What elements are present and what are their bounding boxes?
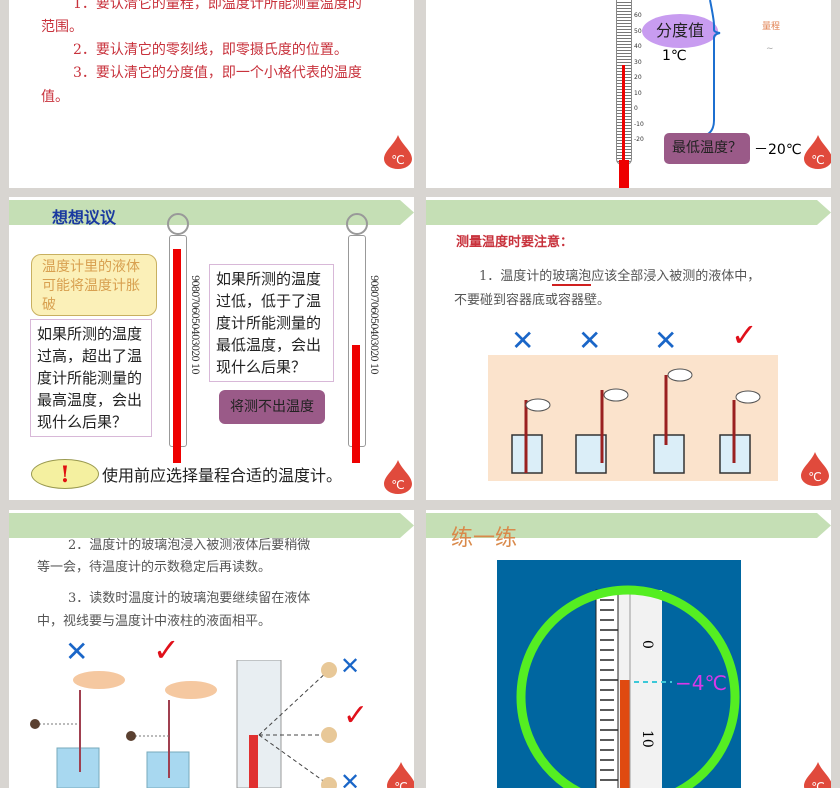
- note-1-text-end: 应该全部浸入被测的液体中，: [591, 269, 761, 284]
- reading-value: −4℃: [675, 671, 727, 695]
- note-1-text: 1．温度计的: [479, 269, 553, 284]
- svg-text:℃: ℃: [391, 478, 404, 492]
- tick-0: 0: [639, 640, 655, 649]
- slide-measure-notes: 测量温度时要注意： 1．温度计的玻璃泡应该全部浸入被测的液体中， 不要碰到容器底…: [426, 197, 831, 500]
- question-high: 如果所测的温度过高，超出了温度计所能测量的最高温度，会出现什么后果？: [30, 319, 152, 437]
- rule-3-cont: 值。: [41, 89, 69, 105]
- tick: 0: [634, 105, 638, 112]
- question-low: 如果所测的温度过低，低于了温度计所能测量的最低温度，会出现什么后果？: [209, 264, 334, 382]
- correct-mark: ✓: [731, 316, 758, 354]
- slide-discussion: 想想议议 9080706050403020 10 908070605040302…: [9, 197, 414, 500]
- range-tilde: ~: [766, 44, 774, 54]
- header-band: [426, 200, 831, 225]
- exclaim-cloud: !: [31, 459, 99, 489]
- scale-right: 9080706050403020 10: [368, 275, 379, 374]
- header-band: [426, 513, 831, 538]
- svg-text:℃: ℃: [391, 153, 404, 167]
- range-brace: [707, 0, 721, 134]
- burst-callout: 温度计里的液体可能将温度计胀破: [31, 254, 157, 316]
- celsius-drop-icon: ℃: [804, 762, 831, 788]
- tick-labels: 60 50 40 30 20 10 0 -10 -20: [634, 8, 644, 148]
- celsius-drop-icon: ℃: [387, 762, 414, 788]
- tick-10: 10: [639, 730, 655, 748]
- liquid-right: [352, 345, 360, 463]
- rule-2: 2．要认清它的零刻线，即零摄氏度的位置。: [73, 42, 348, 58]
- thermometer-liquid: [622, 65, 625, 165]
- thermometer-left: [167, 213, 189, 235]
- note-1: 1．温度计的玻璃泡应该全部浸入被测的液体中，: [479, 265, 761, 286]
- svg-text:℃: ℃: [811, 153, 824, 167]
- tick: 30: [634, 58, 642, 66]
- note-3: 3．读数时温度计的玻璃泡要继续留在液体: [68, 591, 311, 606]
- note-1-cont: 不要碰到容器底或容器壁。: [454, 293, 611, 308]
- conclusion: 使用前应选择量程合适的温度计。: [102, 466, 343, 485]
- wrong-mark: ✕: [340, 652, 361, 680]
- slide-reading-notes: 2．温度计的玻璃泡浸入被测液体后要稍微 等一会，待温度计的示数稳定后再读数。 3…: [9, 510, 414, 788]
- celsius-drop-icon: ℃: [384, 135, 412, 169]
- rule-1-cont: 范围。: [41, 19, 83, 35]
- beaker-illustrations: [488, 355, 778, 481]
- practice-thermometer: 0 10 −4℃: [497, 560, 741, 788]
- min-temp-callout: 最低温度？: [664, 133, 750, 164]
- notes-heading: 测量温度时要注意：: [456, 235, 574, 250]
- slide-title: 想想议议: [52, 208, 117, 227]
- min-temp-value: －20℃: [754, 142, 802, 158]
- reading-illustrations: [30, 660, 337, 788]
- division-value: 1℃: [662, 48, 687, 64]
- svg-text:℃: ℃: [394, 780, 407, 788]
- celsius-drop-icon: ℃: [384, 460, 412, 494]
- note-2: 2．温度计的玻璃泡浸入被测液体后要稍微: [68, 538, 311, 553]
- slide-practice: 练一练 0 10 −4℃ ℃: [426, 510, 831, 788]
- liquid-left: [173, 249, 181, 463]
- celsius-drop-icon: ℃: [804, 135, 831, 169]
- wrong-mark: ✕: [654, 324, 678, 357]
- rule-1: 1．要认清它的量程，即温度计所能测量温度的: [73, 0, 362, 12]
- correct-mark: ✓: [153, 631, 180, 669]
- thermometer-right: [346, 213, 368, 235]
- wrong-mark: ✕: [511, 324, 535, 357]
- svg-text:℃: ℃: [808, 470, 821, 484]
- tick: 40: [634, 43, 642, 50]
- cannot-measure-callout: 将测不出温度: [219, 390, 325, 424]
- celsius-drop-icon: ℃: [801, 452, 829, 486]
- division-bubble: 分度值: [642, 14, 718, 48]
- note-3-cont: 中，视线要与温度计中液柱的液面相平。: [37, 614, 272, 629]
- bulb-underlined: 玻璃泡: [552, 269, 592, 286]
- header-band: [9, 513, 414, 538]
- wrong-mark: ✕: [578, 324, 602, 357]
- range-label: 量程: [762, 22, 781, 32]
- slide-title: 练一练: [451, 526, 518, 551]
- tick: 20: [634, 74, 642, 81]
- thermometer-bulb: [619, 160, 629, 188]
- slide-measure-rules: 1．要认清它的量程，即温度计所能测量温度的 范围。 2．要认清它的零刻线，即零摄…: [9, 0, 414, 188]
- slide-thermometer-range: 60 50 40 30 20 10 0 -10 -20 分度值 1℃ 量程 ~ 最低温度？ －2…: [426, 0, 831, 188]
- tick: 60: [634, 12, 642, 19]
- tick: 50: [634, 27, 642, 35]
- note-2-cont: 等一会，待温度计的示数稳定后再读数。: [37, 560, 272, 575]
- correct-mark: ✓: [343, 698, 369, 733]
- tick: 10: [634, 89, 642, 97]
- wrong-mark: ✕: [340, 768, 361, 788]
- wrong-mark: ✕: [65, 635, 89, 668]
- tick: -20: [634, 136, 644, 143]
- tick: -10: [634, 120, 644, 128]
- scale-left: 9080706050403020 10: [189, 275, 200, 374]
- svg-text:℃: ℃: [811, 780, 824, 788]
- rule-3: 3．要认清它的分度值，即一个小格代表的温度: [73, 65, 362, 81]
